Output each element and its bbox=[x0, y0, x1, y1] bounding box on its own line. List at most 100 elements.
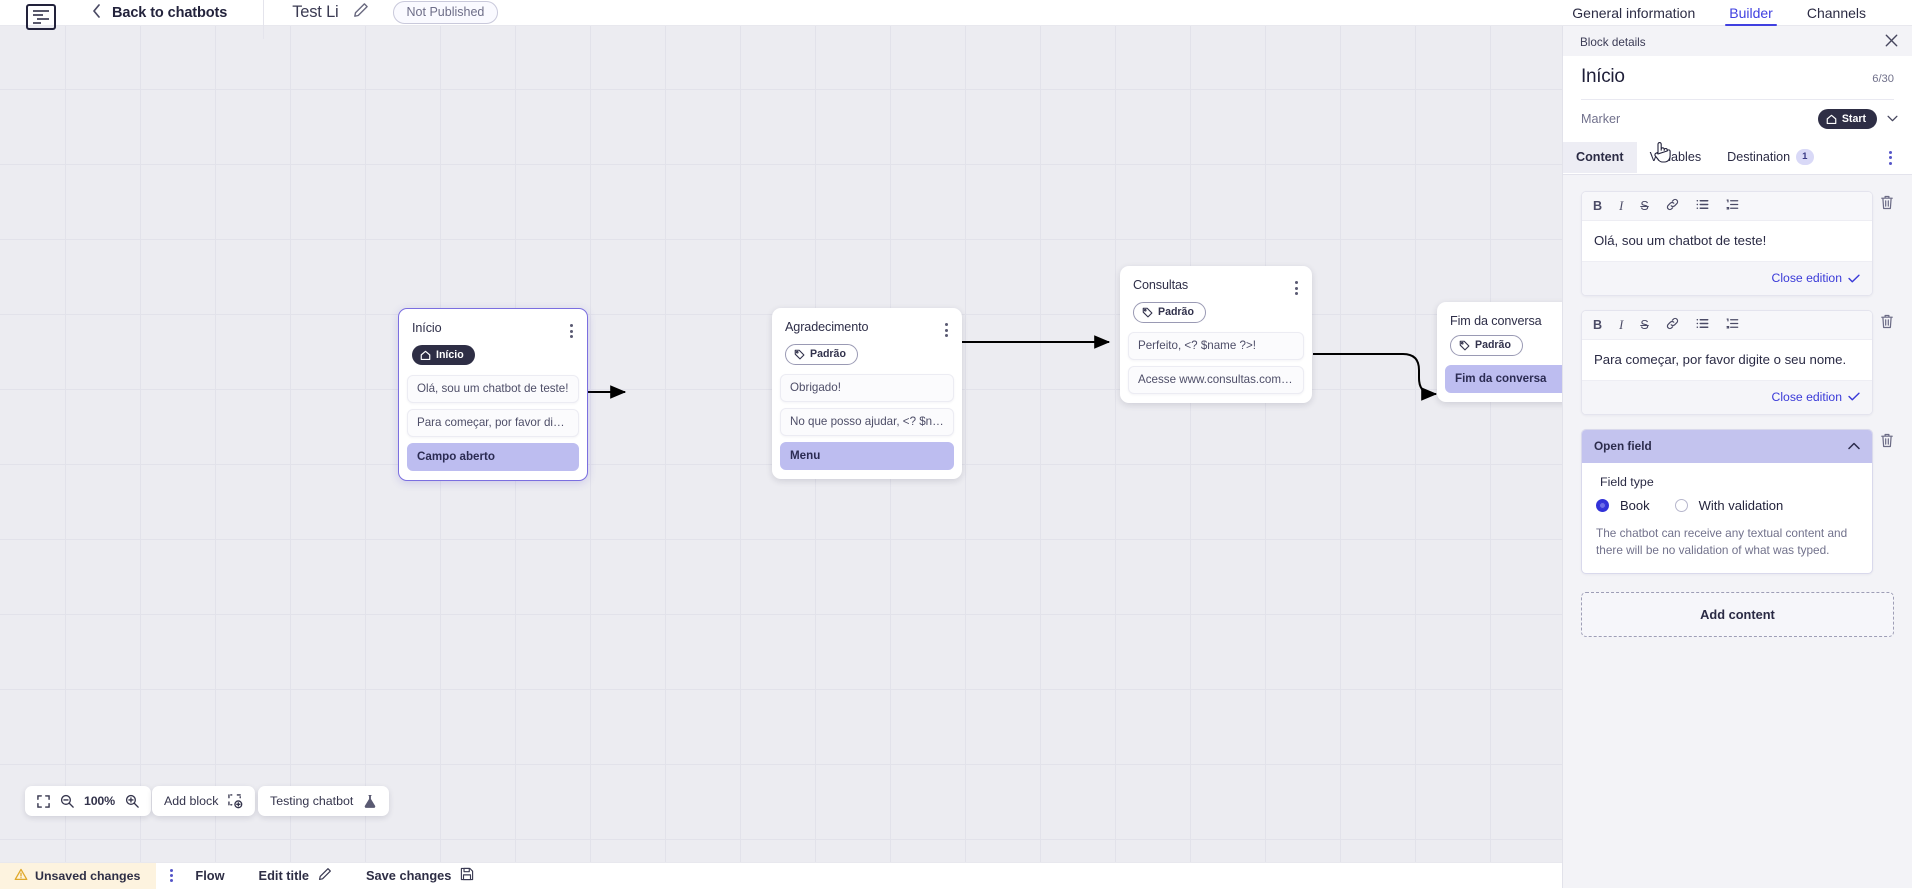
panel-overflow-menu-icon[interactable] bbox=[1883, 145, 1898, 171]
testing-chatbot-button[interactable]: Testing chatbot bbox=[258, 786, 389, 816]
node-message[interactable]: Olá, sou um chatbot de teste! bbox=[407, 375, 579, 403]
add-block-label: Add block bbox=[164, 794, 218, 808]
node-header: Fim da conversa bbox=[1437, 310, 1562, 328]
node-badge-row: Padrão bbox=[772, 337, 962, 365]
chevron-up-icon[interactable] bbox=[1848, 437, 1860, 455]
strikethrough-icon[interactable]: S bbox=[1640, 200, 1648, 213]
flow-button[interactable]: Flow bbox=[195, 868, 224, 883]
trash-icon[interactable] bbox=[1880, 429, 1894, 453]
node-message[interactable]: Obrigado! bbox=[780, 374, 954, 402]
node-message[interactable]: Perfeito, <? $name ?>! bbox=[1128, 332, 1304, 360]
edit-title-button[interactable]: Edit title bbox=[259, 867, 332, 884]
node-menu-icon[interactable] bbox=[1285, 277, 1301, 295]
rich-text-editor[interactable]: B I S Olá, sou um chatbot de tes bbox=[1581, 191, 1873, 296]
link-icon[interactable] bbox=[1666, 198, 1679, 214]
node-menu-icon[interactable] bbox=[935, 319, 951, 337]
radio-with-validation[interactable] bbox=[1675, 499, 1688, 512]
chevron-left-icon[interactable] bbox=[92, 4, 101, 22]
panel-title-row: Início 6/30 bbox=[1563, 56, 1912, 88]
back-to-chatbots-link[interactable]: Back to chatbots bbox=[112, 5, 227, 21]
open-field-body: Field type Book With validation The chat… bbox=[1582, 463, 1872, 573]
tab-builder[interactable]: Builder bbox=[1729, 0, 1773, 26]
character-counter: 6/30 bbox=[1872, 73, 1894, 85]
editor-text[interactable]: Olá, sou um chatbot de teste! bbox=[1582, 221, 1872, 261]
pencil-icon[interactable] bbox=[353, 2, 369, 23]
zoom-in-icon[interactable] bbox=[125, 794, 139, 808]
marker-control[interactable]: Start bbox=[1818, 109, 1898, 129]
add-block-button[interactable]: Add block bbox=[152, 786, 255, 816]
editor-footer: Close edition bbox=[1582, 380, 1872, 414]
editor-text[interactable]: Para começar, por favor digite o seu nom… bbox=[1582, 340, 1872, 380]
tab-general-information[interactable]: General information bbox=[1572, 0, 1695, 26]
node-message-highlighted[interactable]: Menu bbox=[780, 442, 954, 470]
close-edition-button[interactable]: Close edition bbox=[1772, 390, 1860, 404]
marker-label: Marker bbox=[1581, 112, 1620, 126]
link-icon[interactable] bbox=[1666, 317, 1679, 333]
page-title: Início bbox=[1581, 66, 1625, 88]
chevron-down-icon[interactable] bbox=[1887, 114, 1898, 125]
node-badge-row: Padrão bbox=[1437, 328, 1562, 356]
bulleted-list-icon[interactable] bbox=[1696, 317, 1709, 333]
save-changes-button[interactable]: Save changes bbox=[366, 867, 474, 884]
trash-icon[interactable] bbox=[1880, 191, 1894, 215]
close-edition-button[interactable]: Close edition bbox=[1772, 271, 1860, 285]
node-header: Consultas bbox=[1120, 274, 1312, 295]
open-field-card: Open field Field type Book With validati… bbox=[1581, 429, 1873, 574]
fit-to-screen-icon[interactable] bbox=[37, 795, 50, 808]
tab-channels[interactable]: Channels bbox=[1807, 0, 1866, 26]
tab-variables[interactable]: Variables bbox=[1637, 142, 1715, 173]
radio-book[interactable] bbox=[1596, 499, 1609, 512]
flow-node-inicio[interactable]: Início Início Olá, sou um chatbot de tes… bbox=[398, 308, 588, 481]
node-message-highlighted[interactable]: Fim da conversa bbox=[1445, 365, 1562, 393]
zoom-out-icon[interactable] bbox=[60, 794, 74, 808]
close-edition-label: Close edition bbox=[1772, 390, 1842, 404]
panel-body: Início 6/30 Marker Start Content Variabl… bbox=[1563, 56, 1912, 888]
rich-text-editor[interactable]: B I S Para começar, por favor di bbox=[1581, 310, 1873, 415]
status-bar-menu-icon[interactable] bbox=[170, 869, 173, 883]
bold-icon[interactable]: B bbox=[1593, 200, 1602, 213]
unsaved-changes-label: Unsaved changes bbox=[35, 869, 140, 883]
node-header: Agradecimento bbox=[772, 316, 962, 337]
node-badge-row: Início bbox=[399, 338, 587, 366]
close-icon[interactable] bbox=[1885, 34, 1898, 50]
chatbot-title: Test Li bbox=[292, 3, 338, 22]
tab-destination-label: Destination bbox=[1727, 150, 1790, 164]
flow-canvas[interactable]: Início Início Olá, sou um chatbot de tes… bbox=[0, 26, 1562, 862]
node-header: Início bbox=[399, 317, 587, 338]
bulleted-list-icon[interactable] bbox=[1696, 198, 1709, 214]
trash-icon[interactable] bbox=[1880, 310, 1894, 334]
node-message[interactable]: Para começar, por favor digite o ... bbox=[407, 409, 579, 437]
node-message[interactable]: Acesse www.consultas.com par... bbox=[1128, 366, 1304, 394]
home-icon bbox=[1826, 114, 1837, 125]
warning-triangle-icon bbox=[14, 868, 28, 884]
italic-icon[interactable]: I bbox=[1619, 319, 1623, 332]
open-field-header[interactable]: Open field bbox=[1582, 430, 1872, 463]
node-title: Início bbox=[412, 320, 442, 335]
field-type-legend: Field type bbox=[1596, 475, 1858, 489]
node-marker-badge-default: Padrão bbox=[1450, 335, 1523, 356]
content-block-text-2: B I S Para começar, por favor di bbox=[1581, 310, 1894, 415]
marker-badge-start[interactable]: Start bbox=[1818, 109, 1877, 129]
open-field-title: Open field bbox=[1594, 439, 1652, 453]
flow-node-consultas[interactable]: Consultas Padrão Perfeito, <? $name ?>! … bbox=[1120, 266, 1312, 403]
flow-node-agradecimento[interactable]: Agradecimento Padrão Obrigado! No que po… bbox=[772, 308, 962, 479]
node-marker-badge-default: Padrão bbox=[1133, 302, 1206, 323]
testing-chatbot-label: Testing chatbot bbox=[270, 794, 353, 808]
check-icon bbox=[1848, 392, 1860, 401]
add-content-button[interactable]: Add content bbox=[1581, 592, 1894, 637]
node-title: Agradecimento bbox=[785, 319, 868, 334]
node-message-highlighted[interactable]: Campo aberto bbox=[407, 443, 579, 471]
radio-book-label: Book bbox=[1620, 498, 1650, 513]
tab-content[interactable]: Content bbox=[1563, 142, 1637, 173]
italic-icon[interactable]: I bbox=[1619, 200, 1623, 213]
block-details-panel: Block details Início 6/30 Marker Start bbox=[1562, 26, 1912, 888]
flow-node-fim-da-conversa[interactable]: Fim da conversa Padrão Fim da conversa bbox=[1437, 302, 1562, 402]
numbered-list-icon[interactable] bbox=[1726, 198, 1739, 214]
numbered-list-icon[interactable] bbox=[1726, 317, 1739, 333]
tab-destination[interactable]: Destination 1 bbox=[1714, 141, 1826, 174]
bold-icon[interactable]: B bbox=[1593, 319, 1602, 332]
platform-logo-icon[interactable] bbox=[26, 4, 56, 30]
node-message[interactable]: No que posso ajudar, <? $name ... bbox=[780, 408, 954, 436]
strikethrough-icon[interactable]: S bbox=[1640, 319, 1648, 332]
node-menu-icon[interactable] bbox=[560, 320, 576, 338]
